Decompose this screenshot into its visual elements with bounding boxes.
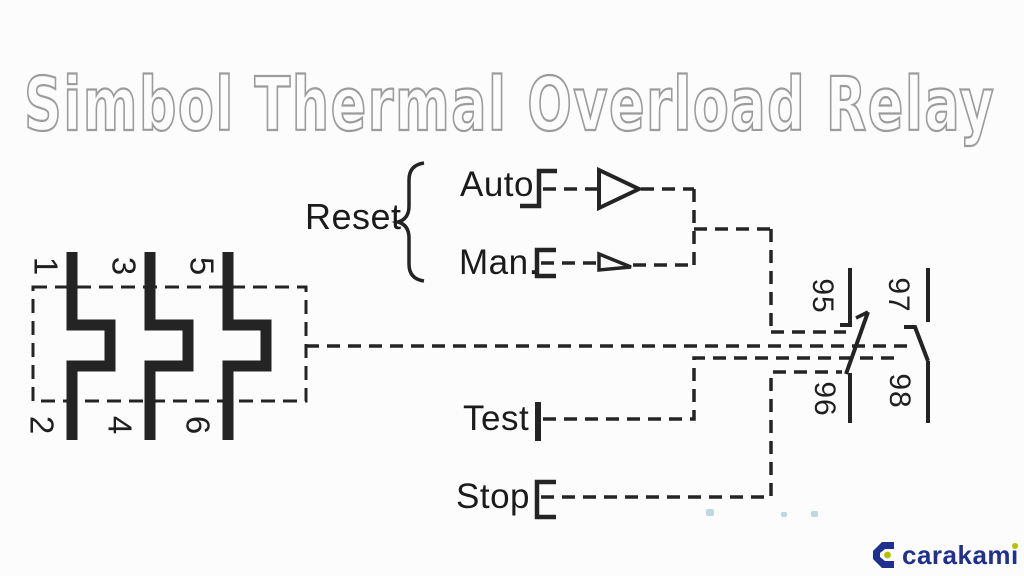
carakami-logo: carakami bbox=[872, 541, 1019, 569]
stop-label: Stop bbox=[456, 477, 530, 516]
man-reset-symbol bbox=[534, 247, 556, 279]
terminal-96: 96 bbox=[808, 381, 841, 417]
test-label: Test bbox=[463, 399, 530, 438]
stop-linkage-line bbox=[541, 370, 842, 499]
auto-triangle bbox=[597, 166, 644, 212]
nc-contact-fixed-lead bbox=[840, 268, 852, 327]
carakami-c-icon bbox=[873, 542, 894, 568]
heater-block-outline bbox=[31, 285, 308, 403]
brand-text-i: i bbox=[1011, 540, 1019, 570]
terminal-4: 4 bbox=[101, 415, 139, 435]
terminal-3: 3 bbox=[105, 256, 143, 276]
test-linkage-line bbox=[543, 356, 901, 421]
page-title: Simbol Thermal Overload Relay bbox=[23, 62, 996, 148]
brand-text: carakami bbox=[902, 542, 1019, 568]
nc-contact-mover bbox=[844, 311, 870, 375]
brand-text-prefix: carakam bbox=[902, 540, 1012, 570]
terminal-2: 2 bbox=[23, 415, 61, 435]
terminal-95: 95 bbox=[806, 278, 839, 314]
terminal-5: 5 bbox=[183, 256, 221, 276]
terminal-97: 97 bbox=[882, 277, 915, 313]
stop-button-symbol bbox=[534, 479, 556, 520]
auto-reset-symbol bbox=[520, 168, 557, 209]
terminal-1: 1 bbox=[27, 256, 65, 276]
heater-element-1 bbox=[66, 252, 116, 440]
reset-label: Reset bbox=[305, 196, 402, 237]
man-triangle bbox=[597, 251, 632, 272]
nc-contact-barb bbox=[855, 310, 869, 320]
heater-element-2 bbox=[144, 252, 194, 440]
auto-label: Auto bbox=[460, 165, 534, 204]
heater-element-3 bbox=[222, 252, 272, 440]
watermark-dot bbox=[811, 511, 818, 517]
terminal-6: 6 bbox=[179, 415, 217, 435]
man-label: Man. bbox=[459, 243, 539, 282]
watermark-dot bbox=[781, 512, 787, 517]
no-contact-mover bbox=[904, 325, 930, 362]
reset-brace bbox=[391, 161, 425, 283]
watermark-dot bbox=[706, 509, 714, 516]
terminal-98: 98 bbox=[883, 373, 916, 409]
